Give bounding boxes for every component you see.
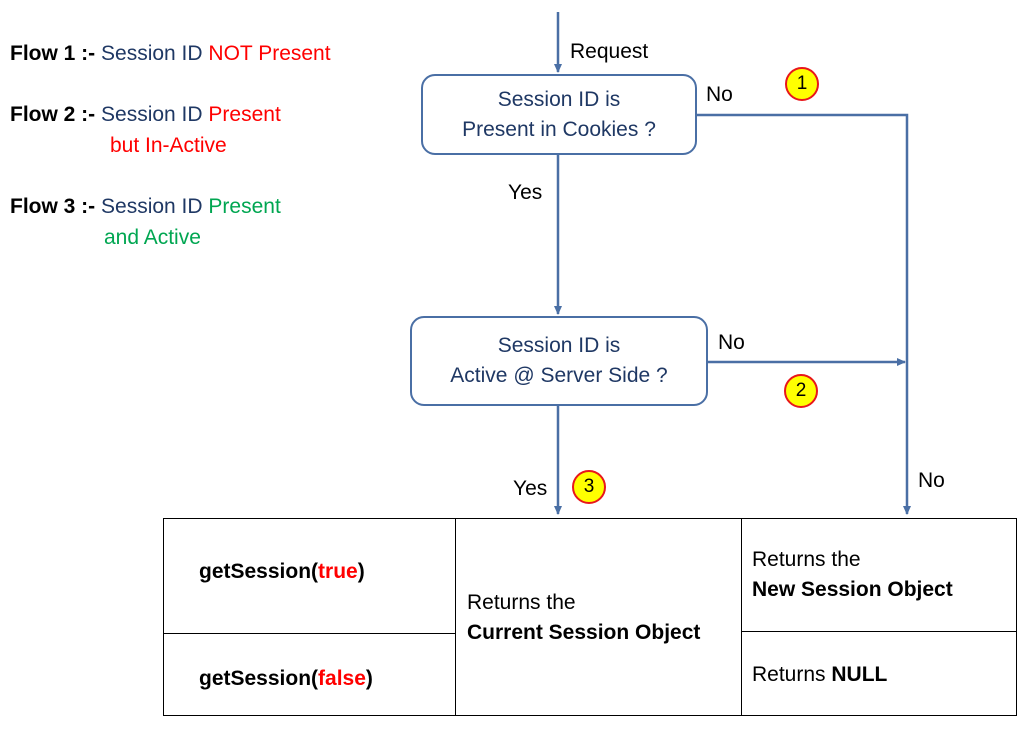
legend-flow2-highlight: Present bbox=[208, 103, 281, 126]
method-arg-false: false bbox=[318, 667, 366, 690]
current-line1: Returns the bbox=[467, 591, 576, 614]
legend-flow1-label: Flow 1 :- bbox=[10, 42, 96, 65]
method-close-true: ) bbox=[357, 560, 365, 583]
legend-flow3: Flow 3 :- Session ID Present bbox=[10, 195, 281, 219]
legend-flow3-cont: and Active bbox=[104, 226, 201, 249]
method-arg-true: true bbox=[318, 560, 358, 583]
legend-flow2-label: Flow 2 :- bbox=[10, 103, 96, 126]
flow-badge-2: 2 bbox=[784, 374, 818, 408]
arrow-no1 bbox=[697, 113, 911, 515]
legend-flow2-cont: but In-Active bbox=[110, 134, 227, 157]
method-name-false: getSession( bbox=[199, 667, 319, 690]
legend-flow2: Flow 2 :- Session ID Present bbox=[10, 103, 281, 127]
legend-flow1: Flow 1 :- Session ID NOT Present bbox=[10, 42, 331, 66]
no-label-1: No bbox=[706, 83, 733, 106]
current-line2: Current Session Object bbox=[467, 621, 701, 644]
decision1-line1: Session ID is bbox=[497, 87, 621, 111]
new-line2: New Session Object bbox=[752, 578, 953, 601]
cell-get-session-true: getSession(true) bbox=[163, 518, 456, 634]
no-label-2: No bbox=[718, 331, 745, 354]
method-get-session-false: getSession(false) bbox=[199, 664, 373, 694]
cell-new-session: Returns the New Session Object bbox=[741, 518, 1017, 632]
flow-badge-3: 3 bbox=[572, 470, 606, 504]
cell-get-session-false: getSession(false) bbox=[163, 634, 456, 716]
null-text: Returns NULL bbox=[752, 660, 887, 690]
no-label-3: No bbox=[918, 469, 945, 492]
decision-session-in-cookies: Session ID is Present in Cookies ? bbox=[421, 74, 697, 155]
null-value: NULL bbox=[831, 663, 888, 686]
cell-null: Returns NULL bbox=[741, 631, 1017, 716]
request-label: Request bbox=[570, 40, 649, 63]
method-close-false: ) bbox=[365, 667, 373, 690]
flow-badge-1: 1 bbox=[785, 67, 819, 101]
cell-current-session: Returns the Current Session Object bbox=[455, 518, 742, 716]
new-line1: Returns the bbox=[752, 548, 861, 571]
decision-session-active: Session ID is Active @ Server Side ? bbox=[410, 316, 708, 406]
method-get-session-true: getSession(true) bbox=[199, 557, 365, 587]
legend-flow3-label: Flow 3 :- bbox=[10, 195, 96, 218]
legend-flow1-highlight: NOT Present bbox=[208, 42, 331, 65]
decision1-line2: Present in Cookies ? bbox=[462, 117, 656, 141]
method-name-true: getSession( bbox=[199, 560, 319, 583]
legend-flow2-text: Session ID bbox=[101, 103, 203, 126]
decision2-line2: Active @ Server Side ? bbox=[450, 364, 668, 387]
legend-flow3-text: Session ID bbox=[101, 195, 203, 218]
legend-flow3-highlight: Present bbox=[208, 195, 281, 218]
yes-label-2: Yes bbox=[513, 477, 548, 500]
null-prefix: Returns bbox=[752, 663, 832, 686]
legend-flow1-text: Session ID bbox=[101, 42, 203, 65]
yes-label-1: Yes bbox=[508, 181, 543, 204]
decision2-line1: Session ID is bbox=[497, 334, 621, 357]
